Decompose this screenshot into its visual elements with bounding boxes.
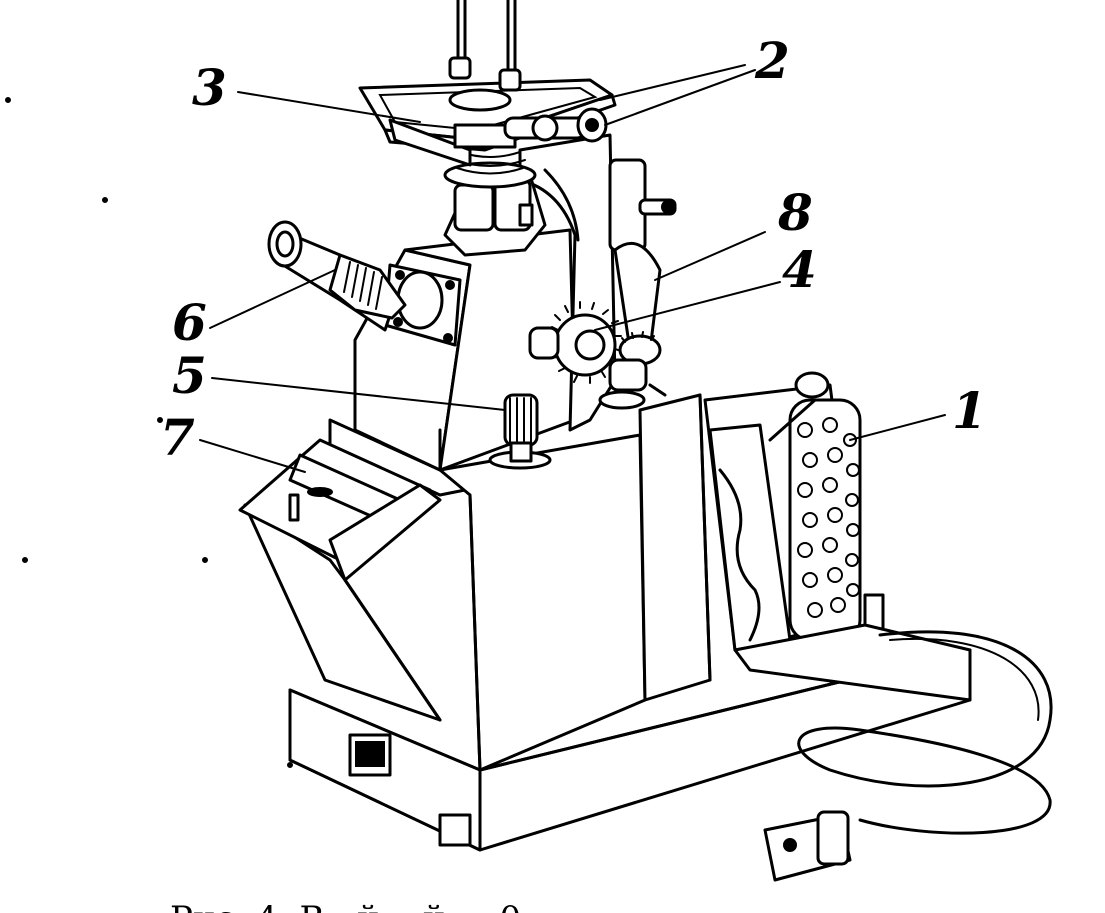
main-body-box: [328, 418, 647, 772]
power-cable: [797, 630, 1053, 835]
scan-specks: [5, 97, 293, 768]
leader-7: [199, 439, 306, 473]
focus-knob: [528, 301, 622, 384]
plug: [763, 810, 852, 882]
callout-8: 8: [777, 183, 813, 242]
illuminator-holes: [797, 417, 860, 618]
eyepiece-tube: [267, 220, 407, 332]
callout-6: 6: [172, 293, 207, 352]
leader-3: [237, 91, 421, 123]
leader-1: [849, 414, 946, 441]
leader-8: [654, 231, 766, 281]
knob-5: [488, 393, 552, 470]
callout-2: 2: [754, 31, 790, 90]
illuminator: [703, 371, 972, 702]
figure-caption: Рис. 4. В...й ...й ... 0: [170, 899, 521, 913]
fine-focus-knob: [598, 331, 667, 410]
callout-4: 4: [782, 240, 817, 299]
callout-3: 3: [192, 58, 227, 117]
column-block: [638, 393, 712, 702]
callout-5: 5: [172, 346, 207, 405]
leader-6: [209, 269, 336, 329]
leader-2b: [604, 69, 756, 126]
leader-5: [211, 377, 506, 411]
base-plate: [288, 648, 972, 852]
leader-lines: [199, 64, 946, 473]
callout-7: 7: [160, 408, 195, 467]
objective-turret: [443, 151, 547, 257]
callout-labels: 2 3 8 4 6 5 7 1: [160, 31, 987, 467]
leader-2a: [599, 64, 746, 101]
side-tube: [608, 158, 677, 352]
tilted-housing: [238, 438, 442, 722]
stage-rods: [448, 0, 522, 92]
stage-knobs: [503, 107, 608, 143]
leader-4: [594, 281, 781, 331]
callout-1: 1: [952, 381, 987, 440]
eyepiece-mount: [383, 263, 462, 347]
